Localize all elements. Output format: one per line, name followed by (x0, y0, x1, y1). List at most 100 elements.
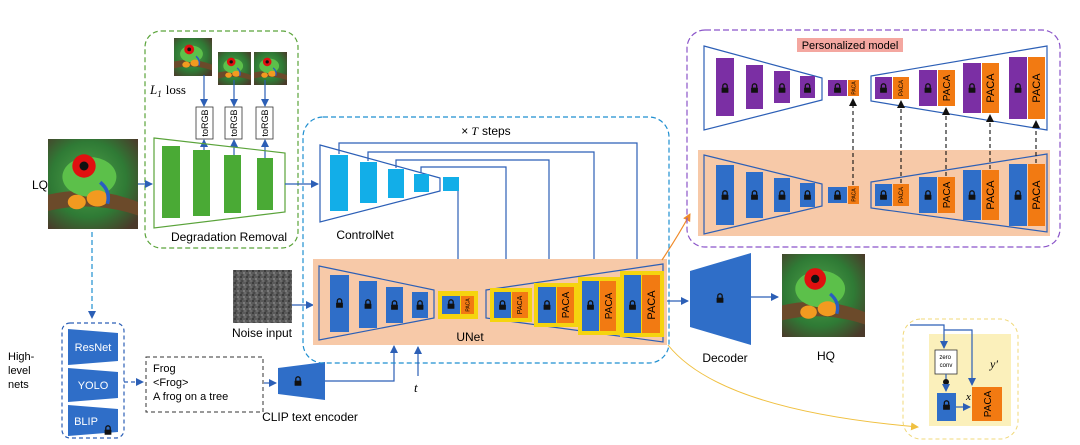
lq-image (46, 137, 140, 231)
copied-mid-paca (848, 186, 859, 204)
unet-dec-paca-3 (600, 281, 616, 331)
hq-label: HQ (817, 349, 835, 363)
controlnet-label: ControlNet (336, 228, 394, 242)
purple-enc-block-3 (774, 71, 790, 103)
yolo-label: YOLO (78, 380, 109, 392)
green-block-3 (224, 155, 241, 213)
prompt-line-3: A frog on a tree (153, 391, 228, 403)
controlnet-block-2 (360, 162, 377, 203)
purple-enc-block-1 (716, 58, 734, 116)
copied-dec-paca-2 (938, 177, 955, 213)
clip-text-encoder-block (278, 362, 325, 400)
unet-decoder (485, 263, 664, 343)
zero-conv-box (934, 349, 958, 375)
paca-label: PACA (985, 180, 997, 210)
paca-label: PACA (852, 188, 858, 202)
copied-encoder (703, 154, 823, 235)
paca-detail-dashed (902, 318, 1019, 440)
personalized-decoder (870, 45, 1048, 131)
copied-decoder (870, 153, 1048, 233)
x-prime-label: x′ (965, 391, 974, 403)
torgb-label-1: toRGB (200, 109, 210, 136)
personalized-model-label: Personalized model (802, 40, 899, 52)
paca-label: PACA (899, 187, 905, 203)
paca-label: PACA (561, 291, 572, 318)
unet-dec-block-4 (624, 275, 641, 333)
resnet-label: ResNet (75, 342, 112, 354)
controlnet-block-3 (388, 169, 404, 198)
copied-dec-paca-3 (982, 170, 999, 220)
paca-label: PACA (1031, 73, 1043, 103)
paca-label: PACA (1031, 180, 1043, 210)
resnet-block (68, 329, 118, 365)
torgb-boxes: toRGB toRGB toRGB (195, 106, 274, 140)
zero-conv-label: zero conv (939, 355, 952, 369)
paca-label: PACA (983, 390, 994, 417)
purple-enc-block-2 (746, 65, 763, 109)
unet-label: UNet (456, 330, 484, 344)
purple-dec-paca-1 (893, 77, 909, 99)
intermediate-frog-3 (253, 51, 288, 86)
purple-enc-block-4 (800, 76, 815, 98)
purple-dec-paca-4 (1028, 57, 1045, 119)
green-block-2 (193, 150, 210, 216)
blip-label: BLIP (74, 416, 98, 428)
unet-encoder (318, 265, 435, 341)
intermediate-frog-1 (173, 37, 213, 77)
degradation-panel (144, 30, 299, 249)
controlnet-block-5 (443, 177, 459, 191)
degradation-removal-net (153, 137, 286, 229)
degradation-removal-label: Degradation Removal (171, 230, 287, 244)
lq-label: LQ (32, 178, 48, 192)
noise-image (233, 270, 292, 323)
t-label: t (414, 380, 418, 395)
yolo-block (68, 368, 118, 402)
unet-dec-paca-1 (512, 292, 528, 318)
green-block-1 (162, 146, 180, 218)
paca-label: PACA (985, 73, 997, 103)
controlnet-block-4 (414, 174, 429, 192)
purple-dec-paca-3 (982, 63, 999, 113)
paca-label: PACA (604, 292, 615, 319)
purple-mid-paca (848, 80, 859, 96)
diffusion-steps-panel (302, 116, 670, 364)
unet-to-paca-detail-curve (667, 344, 919, 431)
clip-text-encoder-label: CLIP text encoder (262, 410, 358, 424)
hq-image (780, 252, 867, 339)
controlnet-block-1 (330, 155, 348, 211)
personalized-region (686, 29, 1061, 248)
unet-dec-paca-2 (557, 287, 574, 323)
purple-dec-paca-2 (938, 70, 955, 106)
paca-label: PACA (646, 290, 658, 320)
personalized-model-tag (797, 38, 903, 52)
paca-label: PACA (852, 81, 858, 95)
high-level-nets-panel (61, 322, 125, 439)
torgb-label-3: toRGB (260, 109, 270, 136)
high-level-nets-label: High- level nets (8, 351, 37, 391)
noise-input-label: Noise input (232, 326, 293, 340)
copied-dec-paca-1 (893, 184, 909, 206)
paca-label: PACA (466, 298, 472, 312)
green-block-4 (257, 158, 273, 210)
prompt-line-1: Frog (153, 363, 176, 375)
paca-label: PACA (942, 181, 953, 208)
paca-label: PACA (517, 295, 524, 314)
torgb-label-2: toRGB (229, 109, 239, 136)
prompt-box (145, 356, 264, 413)
decoder-label: Decoder (702, 351, 747, 365)
unet-to-personalized-curve (661, 213, 691, 261)
unet-dec-paca-4 (642, 275, 660, 333)
unet-mid-paca (461, 296, 474, 314)
copied-dec-paca-4 (1028, 164, 1045, 226)
paca-detail-paca (972, 387, 1002, 421)
y-prime-label: y′ (989, 357, 998, 371)
personalized-encoder (703, 45, 823, 131)
paca-label: PACA (899, 80, 905, 96)
prompt-line-2: <Frog> (153, 377, 188, 389)
controlnet-net (319, 144, 441, 223)
multiply-node (943, 379, 949, 385)
paca-label: PACA (942, 74, 953, 101)
